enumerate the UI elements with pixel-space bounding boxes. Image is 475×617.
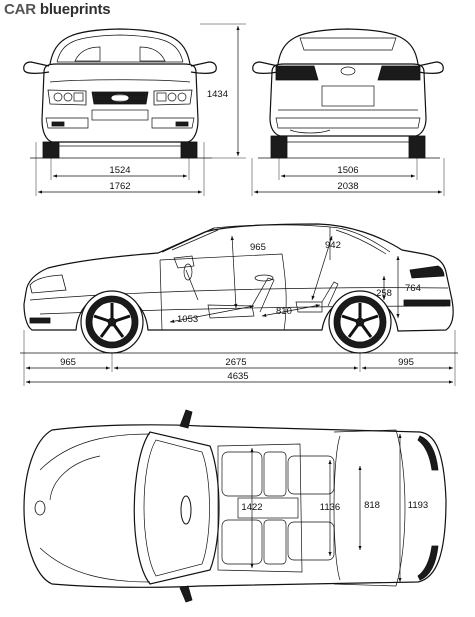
body-width-label: 1193 (408, 500, 428, 511)
side-exterior-dimensions (23, 330, 456, 386)
top-dimensions (250, 434, 402, 582)
side-interior-dimensions (169, 235, 400, 323)
rear-headroom-label: 942 (325, 240, 341, 251)
logo-word-car: CAR (4, 1, 36, 18)
front-track-label: 1524 (109, 165, 130, 176)
dimension-labels: 1434 1524 1762 1506 2038 965 942 1053 81… (60, 89, 428, 513)
rear-track-label: 1506 (337, 165, 358, 176)
wheelbase-label: 2675 (225, 357, 246, 368)
rear-width-label: 2038 (337, 181, 358, 192)
trunk-length-label: 818 (364, 500, 380, 511)
rear-overhang-label: 995 (398, 357, 414, 368)
front-overhang-label: 965 (60, 357, 76, 368)
site-logo: CAR blueprints (4, 1, 111, 18)
front-interior-width-label: 1422 (241, 502, 262, 513)
front-rear-dimensions (35, 23, 445, 196)
front-view (23, 28, 217, 159)
rear-interior-width-label: 1136 (320, 502, 340, 513)
front-headroom-label: 965 (250, 242, 266, 253)
bumper-height-label: 764 (405, 283, 421, 294)
rear-view (252, 28, 444, 159)
front-width-label: 1762 (109, 181, 130, 192)
trunk-height-label: 258 (376, 288, 392, 299)
logo-word-blueprints: blueprints (39, 1, 111, 18)
rear-legroom-label: 810 (276, 306, 292, 317)
length-label: 4635 (227, 371, 248, 382)
side-view (20, 223, 458, 354)
top-view (23, 409, 447, 603)
front-height-label: 1434 (207, 89, 228, 100)
front-legroom-label: 1053 (177, 314, 198, 325)
